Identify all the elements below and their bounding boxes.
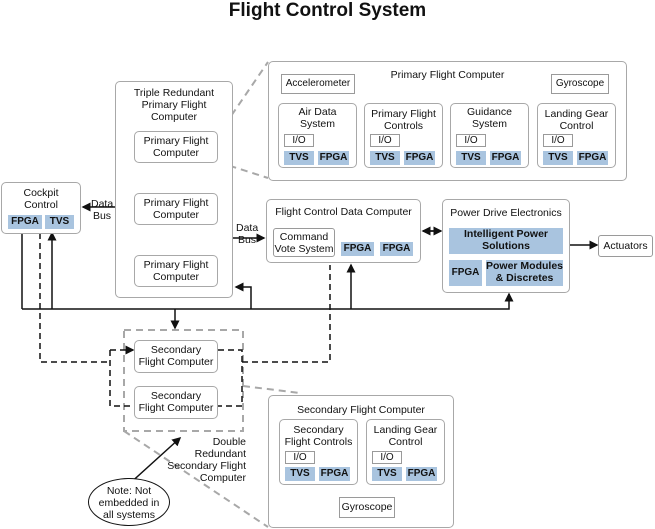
sfc-label: Secondary Flight Computer xyxy=(138,344,214,368)
chip-fpga: FPGA xyxy=(341,242,374,256)
chip-fpga: FPGA xyxy=(490,151,521,165)
io-block: I/O xyxy=(285,451,315,464)
chip-fpga: FPGA xyxy=(404,151,435,165)
subsystem-label: Landing Gear Control xyxy=(544,108,609,132)
subsystem-label: Air Data System xyxy=(298,106,337,130)
actuators: Actuators xyxy=(598,235,653,257)
pfc-detail-label: Primary Flight Computer xyxy=(390,69,505,81)
io-block: I/O xyxy=(456,134,486,147)
subsystem-air-data: Air Data System I/O TVS FPGA xyxy=(278,103,357,168)
sfc-label: Secondary Flight Computer xyxy=(138,390,214,414)
note-callout: Note: Not embedded in all systems xyxy=(88,478,170,526)
subsystem-landing-gear: Landing Gear Control I/O TVS FPGA xyxy=(537,103,616,168)
gyroscope: Gyroscope xyxy=(551,74,609,94)
io-block: I/O xyxy=(543,134,573,147)
data-bus-label: Data Bus xyxy=(236,222,259,246)
data-bus-lines xyxy=(21,140,599,330)
chip-tvs: TVS xyxy=(372,467,402,481)
primary-flight-computer-3: Primary Flight Computer xyxy=(134,255,218,287)
subsystem-guidance: Guidance System I/O TVS FPGA xyxy=(450,103,529,168)
subsystem-label: Primary Flight Controls xyxy=(371,108,436,132)
subsystem-landing-gear-secondary: Landing Gear Control I/O TVS FPGA xyxy=(366,419,445,485)
chip-fpga: FPGA xyxy=(380,242,413,256)
primary-flight-computer-2: Primary Flight Computer xyxy=(134,193,218,225)
chip-fpga: FPGA xyxy=(8,215,42,229)
gyroscope: Gyroscope xyxy=(339,497,395,518)
secondary-flight-computer-2: Secondary Flight Computer xyxy=(134,386,218,419)
accelerometer: Accelerometer xyxy=(281,74,355,94)
diagram-title: Flight Control System xyxy=(228,0,427,21)
power-drive-electronics: Power Drive Electronics Intelligent Powe… xyxy=(442,199,570,293)
chip-tvs: TVS xyxy=(456,151,486,165)
subsystem-secondary-flight-controls: Secondary Flight Controls I/O TVS FPGA xyxy=(279,419,358,485)
chip-fpga: FPGA xyxy=(577,151,608,165)
cockpit-label: Cockpit Control xyxy=(23,187,59,211)
pfc-label: Primary Flight Computer xyxy=(143,197,209,221)
chip-tvs: TVS xyxy=(284,151,314,165)
io-block: I/O xyxy=(284,134,314,147)
chip-tvs: TVS xyxy=(45,215,74,229)
double-redundant-label: Double Redundant Secondary Flight Comput… xyxy=(167,436,246,484)
intelligent-power-solutions: Intelligent Power Solutions xyxy=(449,228,563,254)
chip-fpga: FPGA xyxy=(449,260,482,286)
pfc-label: Primary Flight Computer xyxy=(143,259,209,283)
flight-control-data-computer: Flight Control Data Computer Command Vot… xyxy=(266,199,421,263)
secondary-links xyxy=(39,233,331,407)
chip-fpga: FPGA xyxy=(318,151,349,165)
chip-tvs: TVS xyxy=(285,467,315,481)
sfc-detail-label: Secondary Flight Computer xyxy=(297,404,425,416)
io-block: I/O xyxy=(370,134,400,147)
fcdc-label: Flight Control Data Computer xyxy=(275,206,412,218)
cockpit-control: Cockpit Control FPGA TVS xyxy=(1,182,81,234)
pfc-label: Primary Flight Computer xyxy=(143,135,209,159)
chip-fpga: FPGA xyxy=(406,467,437,481)
chip-tvs: TVS xyxy=(370,151,400,165)
subsystem-label: Secondary Flight Controls xyxy=(284,424,353,448)
power-modules-discretes: Power Modules & Discretes xyxy=(486,260,564,286)
subsystem-label: Guidance System xyxy=(467,106,512,130)
primary-flight-computer-1: Primary Flight Computer xyxy=(134,131,218,163)
data-bus-label: Data Bus xyxy=(91,198,114,222)
io-block: I/O xyxy=(372,451,402,464)
chip-tvs: TVS xyxy=(543,151,573,165)
subsystem-label: Landing Gear Control xyxy=(373,424,438,448)
subsystem-primary-flight-controls: Primary Flight Controls I/O TVS FPGA xyxy=(364,103,443,168)
chip-fpga: FPGA xyxy=(319,467,350,481)
pde-label: Power Drive Electronics xyxy=(450,207,562,219)
secondary-flight-computer-1: Secondary Flight Computer xyxy=(134,340,218,373)
command-vote-system: Command Vote System xyxy=(273,228,335,257)
triple-label: Triple Redundant Primary Flight Computer xyxy=(133,87,215,123)
